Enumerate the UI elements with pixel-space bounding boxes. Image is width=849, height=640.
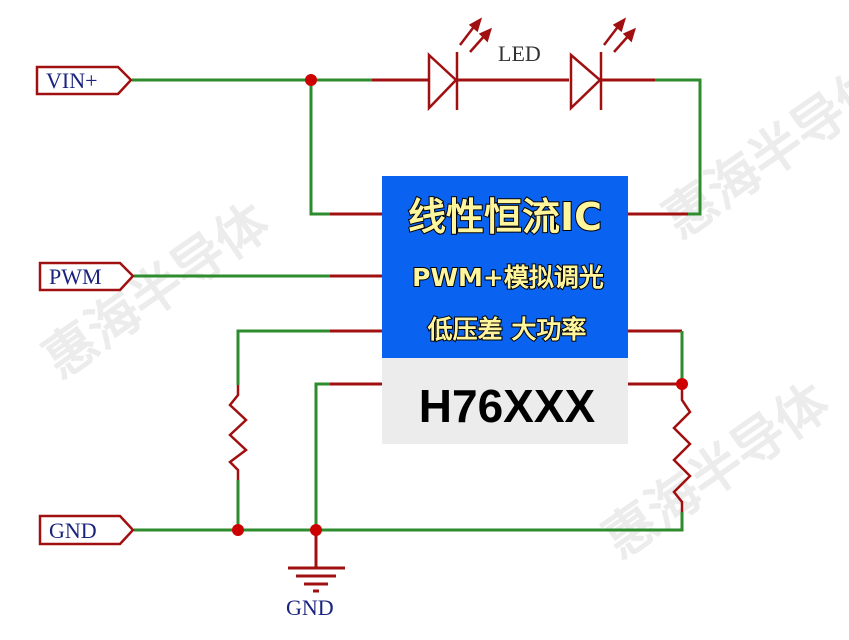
ic-blue-panel	[382, 176, 628, 358]
ic-title: 线性恒流IC	[408, 195, 602, 239]
port-pwm: PWM	[38, 261, 135, 292]
ground-label: GND	[286, 595, 334, 620]
port-gnd: GND	[38, 514, 135, 546]
port-pwm-label: PWM	[49, 264, 102, 289]
ic-block: 线性恒流IC PWM+模拟调光 低压差 大功率 H76XXX	[382, 176, 628, 444]
watermark: 惠海半导体	[33, 192, 280, 390]
ic-feature-dimming: PWM+模拟调光	[412, 263, 604, 292]
junction-dot	[232, 524, 244, 536]
watermark: 惠海半导体	[653, 52, 849, 250]
junction-dot	[676, 378, 688, 390]
watermark: 惠海半导体	[593, 372, 840, 570]
port-vin-label: VIN+	[46, 68, 98, 93]
ic-feature-power: 低压差 大功率	[427, 315, 587, 344]
port-vin: VIN+	[35, 65, 133, 96]
ic-gray-panel	[382, 358, 628, 444]
junction-dot	[310, 524, 322, 536]
junctions	[232, 74, 688, 536]
led-2	[569, 17, 636, 111]
junction-dot	[305, 74, 317, 86]
wires	[132, 78, 702, 593]
ic-part-number: H76XXX	[419, 380, 596, 432]
port-gnd-label: GND	[49, 518, 97, 543]
led-1	[427, 17, 492, 112]
led-label: LED	[498, 41, 541, 66]
